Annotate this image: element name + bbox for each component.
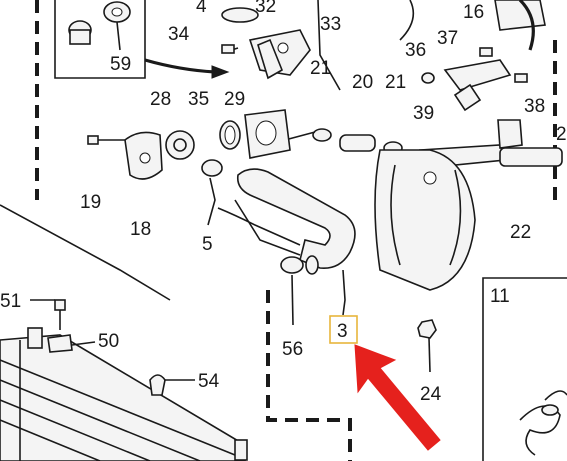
clamp-21a xyxy=(312,128,332,142)
coil-part xyxy=(519,390,567,456)
inset-box-top-left xyxy=(54,0,146,79)
label-56: 56 xyxy=(282,339,303,360)
label-59: 59 xyxy=(110,54,131,75)
label-50: 50 xyxy=(98,331,119,352)
label-20: 20 xyxy=(352,72,373,93)
curved-arrow-line xyxy=(144,58,216,74)
red-arrow-icon xyxy=(354,344,441,451)
label-32: 32 xyxy=(255,0,276,17)
radiator xyxy=(0,204,248,461)
highlight-box-3 xyxy=(329,315,358,344)
label-21-right: 21 xyxy=(385,72,406,93)
label-22: 22 xyxy=(510,222,531,243)
leader-3 xyxy=(342,269,346,316)
housing-2b xyxy=(244,109,291,159)
label-29: 29 xyxy=(224,89,245,110)
label-5: 5 xyxy=(202,234,213,255)
pipe-20 xyxy=(339,134,376,152)
hose-outline xyxy=(217,207,301,246)
bracket-50 xyxy=(47,334,73,353)
label-21-left: 21 xyxy=(310,58,331,79)
bracket-2 xyxy=(497,119,523,149)
label-38: 38 xyxy=(524,96,545,117)
clamp-5 xyxy=(201,159,223,177)
plug-part xyxy=(68,20,92,45)
seal-29 xyxy=(219,120,241,150)
label-19: 19 xyxy=(80,192,101,213)
label-51: 51 xyxy=(0,291,21,312)
pipe-32 xyxy=(257,38,284,80)
cover-18 xyxy=(124,131,163,180)
inset-box-11 xyxy=(482,277,567,461)
bolt-38 xyxy=(514,73,528,83)
bolt-19 xyxy=(87,135,125,145)
label-54: 54 xyxy=(198,371,220,392)
label-28: 28 xyxy=(150,89,171,110)
clamp-56 xyxy=(280,255,319,275)
clip-54 xyxy=(149,374,166,396)
nut-24 xyxy=(417,319,437,339)
label-18: 18 xyxy=(130,219,151,240)
hose-3 xyxy=(236,168,356,269)
label-3: 3 xyxy=(337,321,348,342)
hose-16 xyxy=(494,0,546,31)
oring-39 xyxy=(421,72,435,84)
bolt-34 xyxy=(221,44,235,54)
label-34: 34 xyxy=(168,24,190,45)
boundary-dashed-bottom xyxy=(266,290,352,461)
label-36: 36 xyxy=(405,40,426,61)
label-16: 16 xyxy=(463,2,484,23)
washer-59 xyxy=(103,1,131,23)
clamp-4 xyxy=(221,7,259,23)
label-24: 24 xyxy=(420,384,442,405)
thermostat-28 xyxy=(165,130,195,160)
pipe-assembly-36-37 xyxy=(443,47,512,112)
label-37: 37 xyxy=(437,28,458,49)
label-11: 11 xyxy=(490,286,510,307)
label-39: 39 xyxy=(413,103,434,124)
mount-51 xyxy=(30,299,66,330)
label-35: 35 xyxy=(188,89,209,110)
label-2: 2 xyxy=(556,124,567,145)
fan-shroud xyxy=(374,149,476,291)
label-33: 33 xyxy=(320,14,341,35)
label-4: 4 xyxy=(196,0,207,17)
